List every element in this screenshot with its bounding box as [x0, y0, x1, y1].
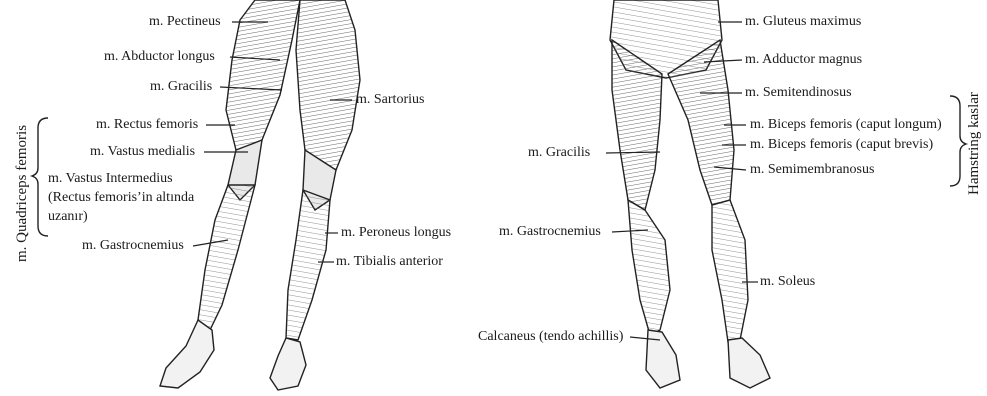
anterior-left-thigh: [226, 0, 300, 170]
label-adductor-longus: m. Abductor longus: [104, 49, 215, 65]
label-gastrocnemius-posterior: m. Gastrocnemius: [499, 224, 601, 240]
posterior-left-calf: [628, 200, 670, 335]
posterior-right-calf: [712, 200, 748, 342]
label-calcaneus: Calcaneus (tendo achillis): [478, 329, 623, 345]
label-gluteus-maximus: m. Gluteus maximus: [745, 14, 861, 30]
label-sartorius: m. Sartorius: [356, 92, 424, 108]
label-gracilis-anterior: m. Gracilis: [150, 79, 212, 95]
label-pectineus: m. Pectineus: [149, 14, 221, 30]
label-biceps-femoris-short: m. Biceps femoris (caput brevis): [750, 137, 933, 153]
label-semitendinosus: m. Semitendinosus: [745, 85, 852, 101]
anterior-right-foot: [270, 338, 306, 390]
label-rectus-femoris: m. Rectus femoris: [96, 117, 198, 133]
label-biceps-femoris-long: m. Biceps femoris (caput longum): [750, 117, 942, 133]
label-adductor-magnus: m. Adductor magnus: [745, 52, 862, 68]
quadriceps-brace: [32, 118, 48, 236]
hamstring-group-title: Hamstring kaslar: [966, 92, 983, 195]
label-semimembranosus: m. Semimembranosus: [750, 162, 874, 178]
label-tibialis-anterior: m. Tibialis anterior: [336, 254, 443, 270]
anterior-right-shin: [286, 190, 330, 340]
posterior-right-foot: [728, 338, 770, 388]
hamstring-brace: [950, 96, 966, 186]
label-peroneus-longus: m. Peroneus longus: [341, 225, 451, 241]
label-soleus: m. Soleus: [760, 274, 815, 290]
anterior-left-foot: [160, 320, 214, 388]
label-gracilis-posterior: m. Gracilis: [528, 145, 590, 161]
label-vastus-intermedius: m. Vastus Intermedius (Rectus femoris’in…: [48, 169, 218, 226]
quadriceps-group-title: m. Quadriceps femoris: [14, 125, 31, 262]
label-vastus-medialis: m. Vastus medialis: [90, 144, 195, 160]
label-gastrocnemius-anterior: m. Gastrocnemius: [82, 238, 184, 254]
